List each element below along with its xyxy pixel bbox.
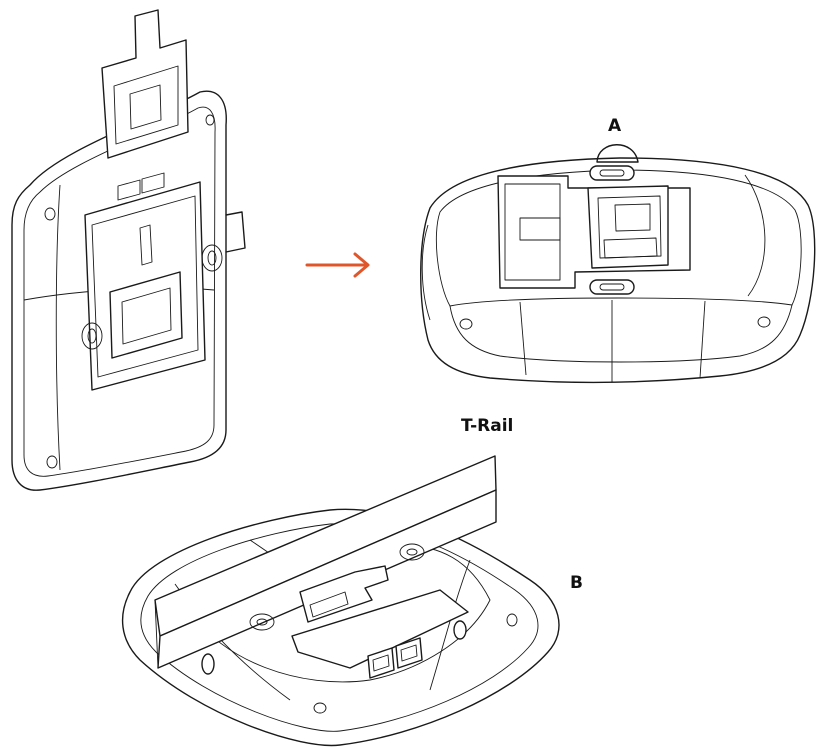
access-point-mounted-view <box>421 145 815 383</box>
label-a: A <box>608 116 622 136</box>
access-point-rear-view <box>12 10 245 490</box>
label-b: B <box>570 573 583 593</box>
right-arrow-icon <box>307 254 368 276</box>
access-point-t-rail-view <box>123 456 559 745</box>
label-t-rail: T-Rail <box>461 416 513 436</box>
